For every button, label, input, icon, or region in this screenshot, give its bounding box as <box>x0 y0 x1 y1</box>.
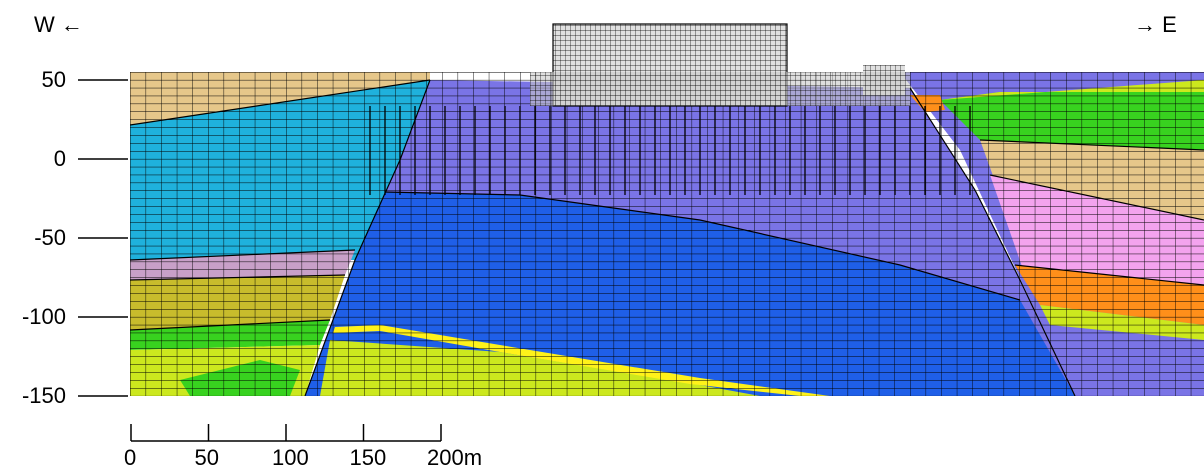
scale-bar-tick-label: 200m <box>427 445 483 470</box>
elevation-tick-label: -150 <box>21 383 66 408</box>
scale-bar-tick-label: 0 <box>124 445 137 470</box>
west-direction-label: W ← <box>34 12 83 37</box>
piles <box>369 106 971 195</box>
scale-bar-tick-label: 100 <box>272 445 309 470</box>
scale-bar <box>130 424 442 442</box>
east-direction-label: → E <box>1134 12 1177 37</box>
scale-bar-tick-label: 150 <box>349 445 387 470</box>
elevation-tick-label: 50 <box>41 67 66 92</box>
structures <box>530 23 910 107</box>
fem-mesh <box>130 72 1204 396</box>
elevation-tick-label: 0 <box>53 146 66 171</box>
soil-layers <box>130 72 1204 396</box>
elevation-tick-label: -50 <box>34 225 66 250</box>
elevation-axis <box>78 79 128 397</box>
elevation-tick-label: -100 <box>21 304 66 329</box>
scale-bar-tick-label: 50 <box>194 445 219 470</box>
